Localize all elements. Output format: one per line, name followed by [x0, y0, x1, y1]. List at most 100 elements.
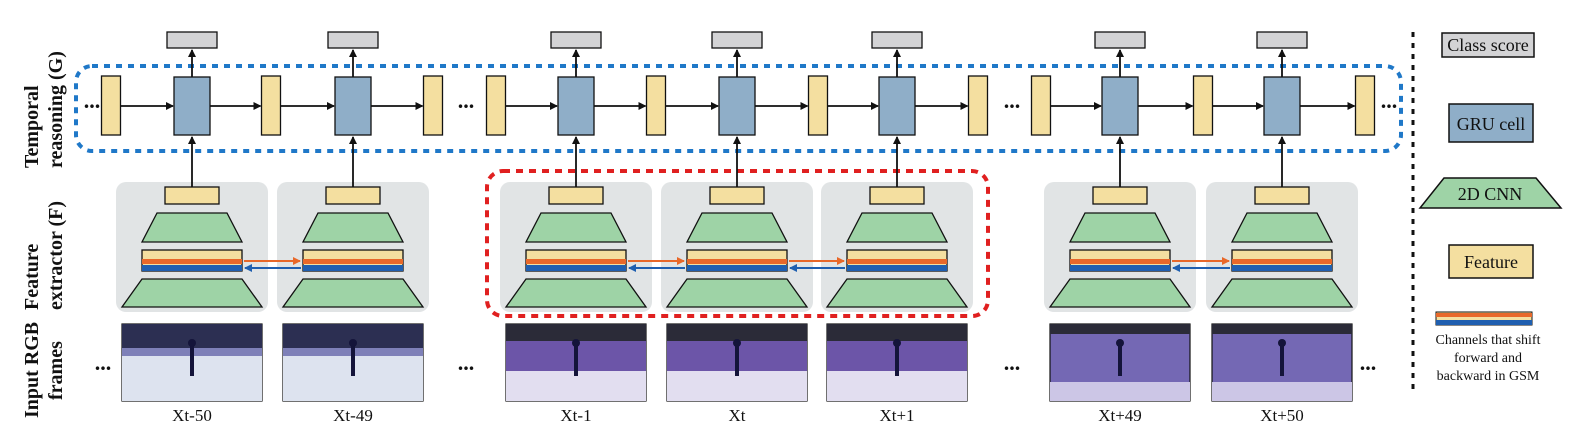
- ellipsis-text: ...: [1004, 350, 1021, 375]
- gsm-backward-channels: [1232, 265, 1332, 271]
- frame-label-1: Xt-49: [333, 406, 373, 425]
- frame-label-6: Xt+50: [1260, 406, 1304, 425]
- gsm-backward-channels: [526, 265, 626, 271]
- gru-cell: [878, 76, 916, 136]
- ellipsis-text: ...: [84, 88, 101, 113]
- gsm-forward-channels: [687, 259, 787, 264]
- frame-crowd: [667, 324, 807, 341]
- legend-class-score-label: Class score: [1447, 35, 1528, 55]
- row-label-temporal-line2: reasoning (G): [45, 51, 67, 168]
- cnn-bottom-block: [120, 278, 264, 308]
- row-label-temporal-line1: Temporal: [21, 85, 43, 168]
- feature-output-box: [709, 186, 765, 205]
- legend-gsm-swatch: [1435, 311, 1533, 326]
- ellipsis-text: ...: [95, 350, 112, 375]
- ellipsis-text: ...: [1360, 350, 1377, 375]
- cnn-top-block: [301, 212, 405, 243]
- hidden-state-box: [485, 75, 507, 136]
- cnn-bottom-block: [504, 278, 648, 308]
- frame-label-4: Xt+1: [879, 406, 914, 425]
- frame-label-0: Xt-50: [172, 406, 212, 425]
- feature-output-box: [164, 186, 220, 205]
- gru-cell: [718, 76, 756, 136]
- class-score-box: [871, 31, 923, 49]
- class-score-box: [711, 31, 763, 49]
- frame-label-5: Xt+49: [1098, 406, 1142, 425]
- ellipsis-text: ...: [1381, 88, 1398, 113]
- temporal-reasoning-chain: [100, 31, 1376, 187]
- legend-gru-swatch: [1448, 103, 1534, 143]
- hidden-state-box: [967, 75, 989, 136]
- frame-crowd: [827, 324, 967, 341]
- input-frame-2: [505, 323, 647, 402]
- gsm-backward-channels: [142, 265, 242, 271]
- skater-head: [893, 339, 901, 347]
- hidden-state-box: [807, 75, 829, 136]
- skater-head: [349, 339, 357, 347]
- row-label-feature: Feature extractor (F): [21, 201, 67, 310]
- gru-cell: [334, 76, 372, 136]
- gru-cell: [173, 76, 211, 136]
- gru-cell: [1263, 76, 1301, 136]
- skater-head: [1278, 339, 1286, 347]
- cnn-top-block: [1230, 212, 1334, 243]
- feature-output-box: [1092, 186, 1148, 205]
- input-frame-5: [1049, 323, 1191, 402]
- legend-gru-label: GRU cell: [1457, 114, 1525, 134]
- gsm-forward-channels: [526, 259, 626, 264]
- input-frame-0: [121, 323, 263, 402]
- row-label-feature-line1: Feature: [21, 244, 43, 310]
- frame-label-3: Xt: [729, 406, 746, 425]
- legend-cnn-swatch: [1418, 177, 1563, 209]
- cnn-bottom-block: [825, 278, 969, 308]
- class-score-box: [550, 31, 602, 49]
- temporal-reasoning-highlight: [74, 64, 1403, 153]
- hidden-state-box: [645, 75, 667, 136]
- hidden-state-box: [100, 75, 122, 136]
- input-frame-4: [826, 323, 968, 402]
- legend: Class score GRU cell 2D CNN Feature Chan…: [1418, 32, 1563, 384]
- frame-ice: [1050, 382, 1190, 401]
- input-frame-6: [1211, 323, 1353, 402]
- feature-output-box: [548, 186, 604, 205]
- legend-gsm-line2: forward and: [1454, 351, 1522, 366]
- skater-head: [188, 339, 196, 347]
- legend-feature-swatch: [1448, 244, 1534, 279]
- feature-output-box: [869, 186, 925, 205]
- legend-gsm-line3: backward in GSM: [1437, 369, 1540, 384]
- gsm-forward-channels: [847, 259, 947, 264]
- frame-label-2: Xt-1: [560, 406, 591, 425]
- cnn-bottom-block: [1048, 278, 1192, 308]
- cnn-top-block: [845, 212, 949, 243]
- skater-head: [572, 339, 580, 347]
- feature-output-box: [1254, 186, 1310, 205]
- gru-cell: [1101, 76, 1139, 136]
- frame-crowd: [1050, 324, 1190, 334]
- cnn-bottom-block: [665, 278, 809, 308]
- class-score-box: [166, 31, 218, 49]
- row-label-temporal: Temporal reasoning (G): [21, 51, 67, 168]
- cnn-top-block: [1068, 212, 1172, 243]
- skater-head: [1116, 339, 1124, 347]
- ellipsis-text: ...: [1004, 88, 1021, 113]
- legend-class-score-swatch: [1441, 32, 1535, 58]
- gsm-backward-channels: [687, 265, 787, 271]
- input-frame-1: [282, 323, 424, 402]
- ellipses: ........................: [84, 88, 1398, 375]
- input-frame-3: [666, 323, 808, 402]
- cnn-top-block: [524, 212, 628, 243]
- legend-cnn-label: 2D CNN: [1458, 184, 1523, 204]
- gsm-backward-channels: [303, 265, 403, 271]
- row-label-input-line2: frames: [45, 341, 67, 400]
- ellipsis-text: ...: [458, 350, 475, 375]
- class-score-box: [1094, 31, 1146, 49]
- gsm-forward-channels: [303, 259, 403, 264]
- class-score-box: [327, 31, 379, 49]
- hidden-state-box: [1030, 75, 1052, 136]
- hidden-state-box: [1354, 75, 1376, 136]
- gsm-forward-channels: [1232, 259, 1332, 264]
- gsm-forward-channels: [142, 259, 242, 264]
- cnn-bottom-block: [281, 278, 425, 308]
- row-label-feature-line2: extractor (F): [45, 201, 67, 310]
